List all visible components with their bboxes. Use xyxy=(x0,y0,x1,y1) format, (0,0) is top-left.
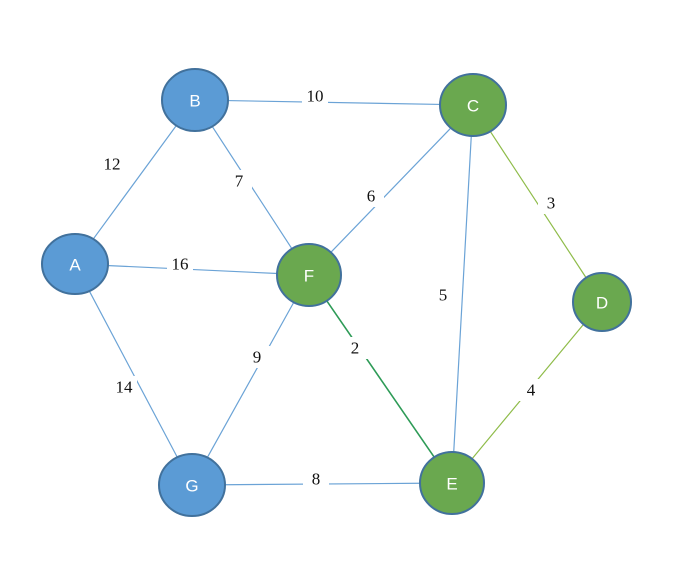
node-shape-a xyxy=(41,233,109,295)
edge-weight-backdrop-b-f xyxy=(226,170,252,192)
edge-weight-backdrop-a-b xyxy=(99,153,125,175)
node-shape-f xyxy=(276,243,342,307)
edge-weight-backdrop-c-e xyxy=(430,284,456,306)
graph-edge-c-f[interactable] xyxy=(330,127,452,253)
edge-weight-backdrop-c-f xyxy=(358,185,384,207)
edge-weight-backdrop-g-e xyxy=(303,468,329,490)
graph-node-g[interactable]: G xyxy=(158,453,226,517)
node-shape-g xyxy=(158,453,226,517)
graph-edge-a-g[interactable] xyxy=(89,291,178,458)
edge-weight-backdrop-d-e xyxy=(518,379,544,401)
edges-layer xyxy=(89,99,587,486)
graph-node-b[interactable]: B xyxy=(161,68,229,132)
edge-weight-backdrop-f-e xyxy=(342,337,368,359)
graph-edge-b-f[interactable] xyxy=(211,126,293,250)
graph-edge-c-e[interactable] xyxy=(453,136,472,453)
nodes-layer: A B C D E F G xyxy=(41,68,632,517)
graph-node-e[interactable]: E xyxy=(419,451,485,515)
graph-node-f[interactable]: F xyxy=(276,243,342,307)
graph-node-c[interactable]: C xyxy=(439,73,507,137)
graph-edge-b-c[interactable] xyxy=(226,99,442,106)
node-shape-c xyxy=(439,73,507,137)
edge-weight-backdrop-c-d xyxy=(538,192,564,214)
edge-weight-backdrop-f-g xyxy=(244,346,270,368)
node-shape-d xyxy=(572,272,632,332)
edge-weight-backdrop-a-f xyxy=(167,253,193,275)
graph-node-d[interactable]: D xyxy=(572,272,632,332)
graph-edge-f-e[interactable] xyxy=(326,300,435,458)
edge-weight-backdrop-b-c xyxy=(302,85,328,107)
graph-node-a[interactable]: A xyxy=(41,233,109,295)
graph-edge-f-g[interactable] xyxy=(206,301,295,458)
node-shape-e xyxy=(419,451,485,515)
edge-weight-backdrop-a-g xyxy=(111,376,137,398)
graph-edge-a-b[interactable] xyxy=(93,125,177,240)
node-shape-b xyxy=(161,68,229,132)
